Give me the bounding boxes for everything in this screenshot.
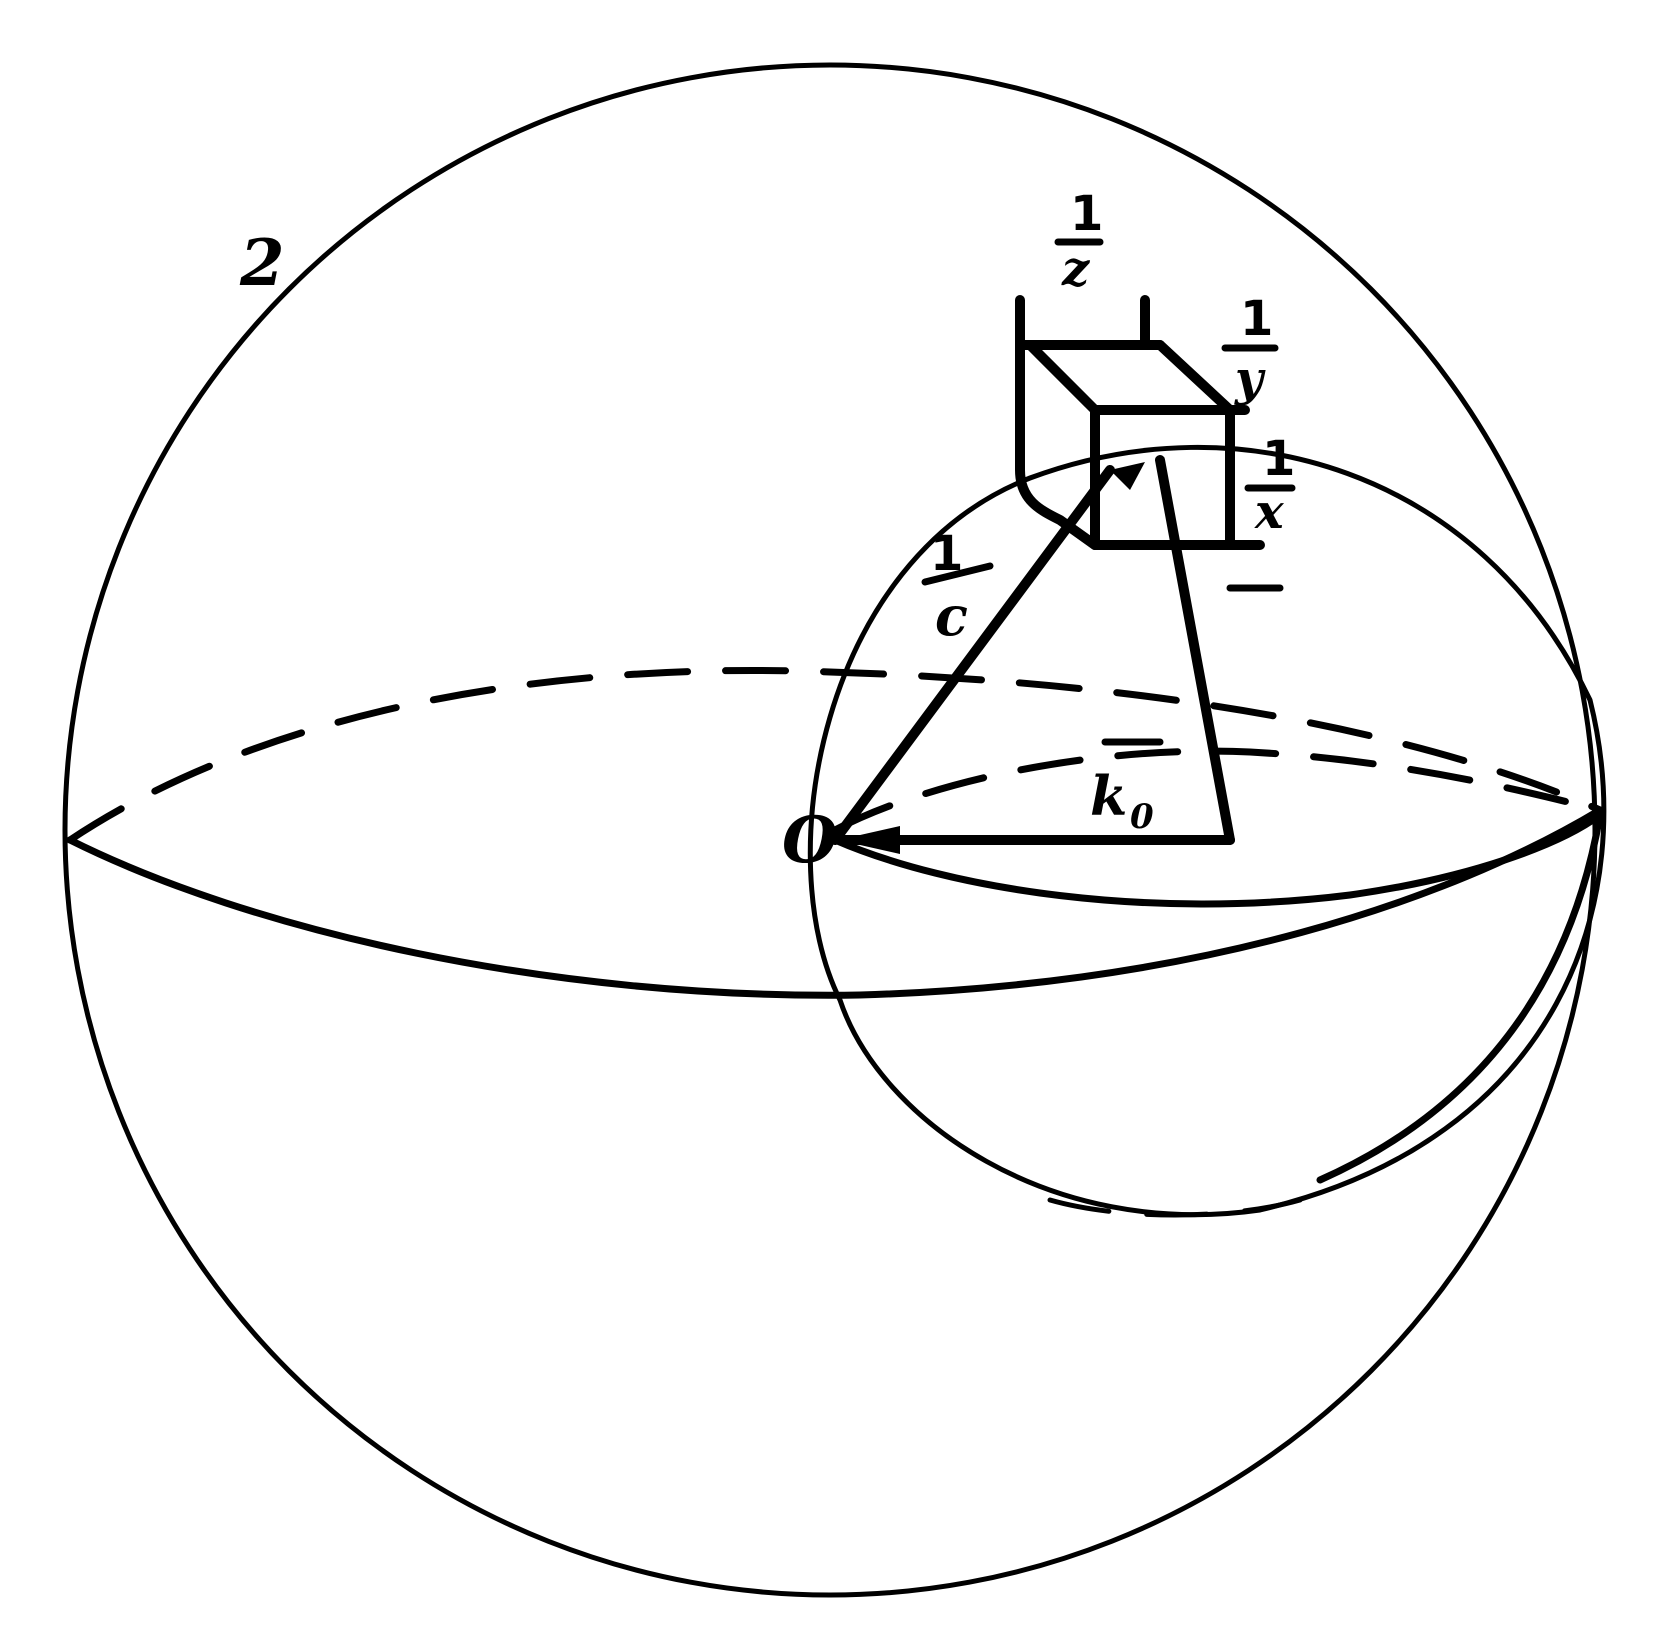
origin-label: O <box>782 803 838 878</box>
unit-cell-box <box>1015 295 1265 550</box>
svg-text:1: 1 <box>1070 186 1103 242</box>
fraction-1-over-z-label: 1 z <box>1054 186 1104 297</box>
svg-text:x: x <box>1254 484 1285 540</box>
inner-ellipse-back-dashed <box>831 747 1604 834</box>
vector-K <box>1155 455 1235 845</box>
right-arc-inner <box>1316 811 1604 1184</box>
fraction-1-over-x-label: 1 x <box>1244 431 1296 540</box>
svg-text:1: 1 <box>1262 431 1295 487</box>
svg-text:c: c <box>935 584 968 648</box>
sphere-number-label: 2 <box>239 226 285 301</box>
equator-front <box>66 806 1604 999</box>
k0-label: k 0 <box>1090 738 1164 837</box>
lattice-point-marker <box>1110 462 1145 490</box>
vector-c <box>830 465 1115 845</box>
reflection-sphere-dashed-back <box>1047 1197 1303 1218</box>
vector-k0-arrowhead <box>838 826 900 854</box>
fraction-1-over-c-label: 1 c <box>921 526 994 648</box>
svg-text:z: z <box>1061 241 1091 297</box>
svg-text:y: y <box>1234 351 1266 407</box>
reflection-sphere <box>807 444 1607 1218</box>
svg-text:1: 1 <box>1240 291 1273 347</box>
equator-back-dashed <box>66 667 1604 844</box>
fraction-1-over-y-label: 1 y <box>1221 291 1279 407</box>
svg-text:0: 0 <box>1130 797 1154 837</box>
svg-text:k: k <box>1090 764 1127 828</box>
inner-ellipse-front <box>831 811 1604 908</box>
